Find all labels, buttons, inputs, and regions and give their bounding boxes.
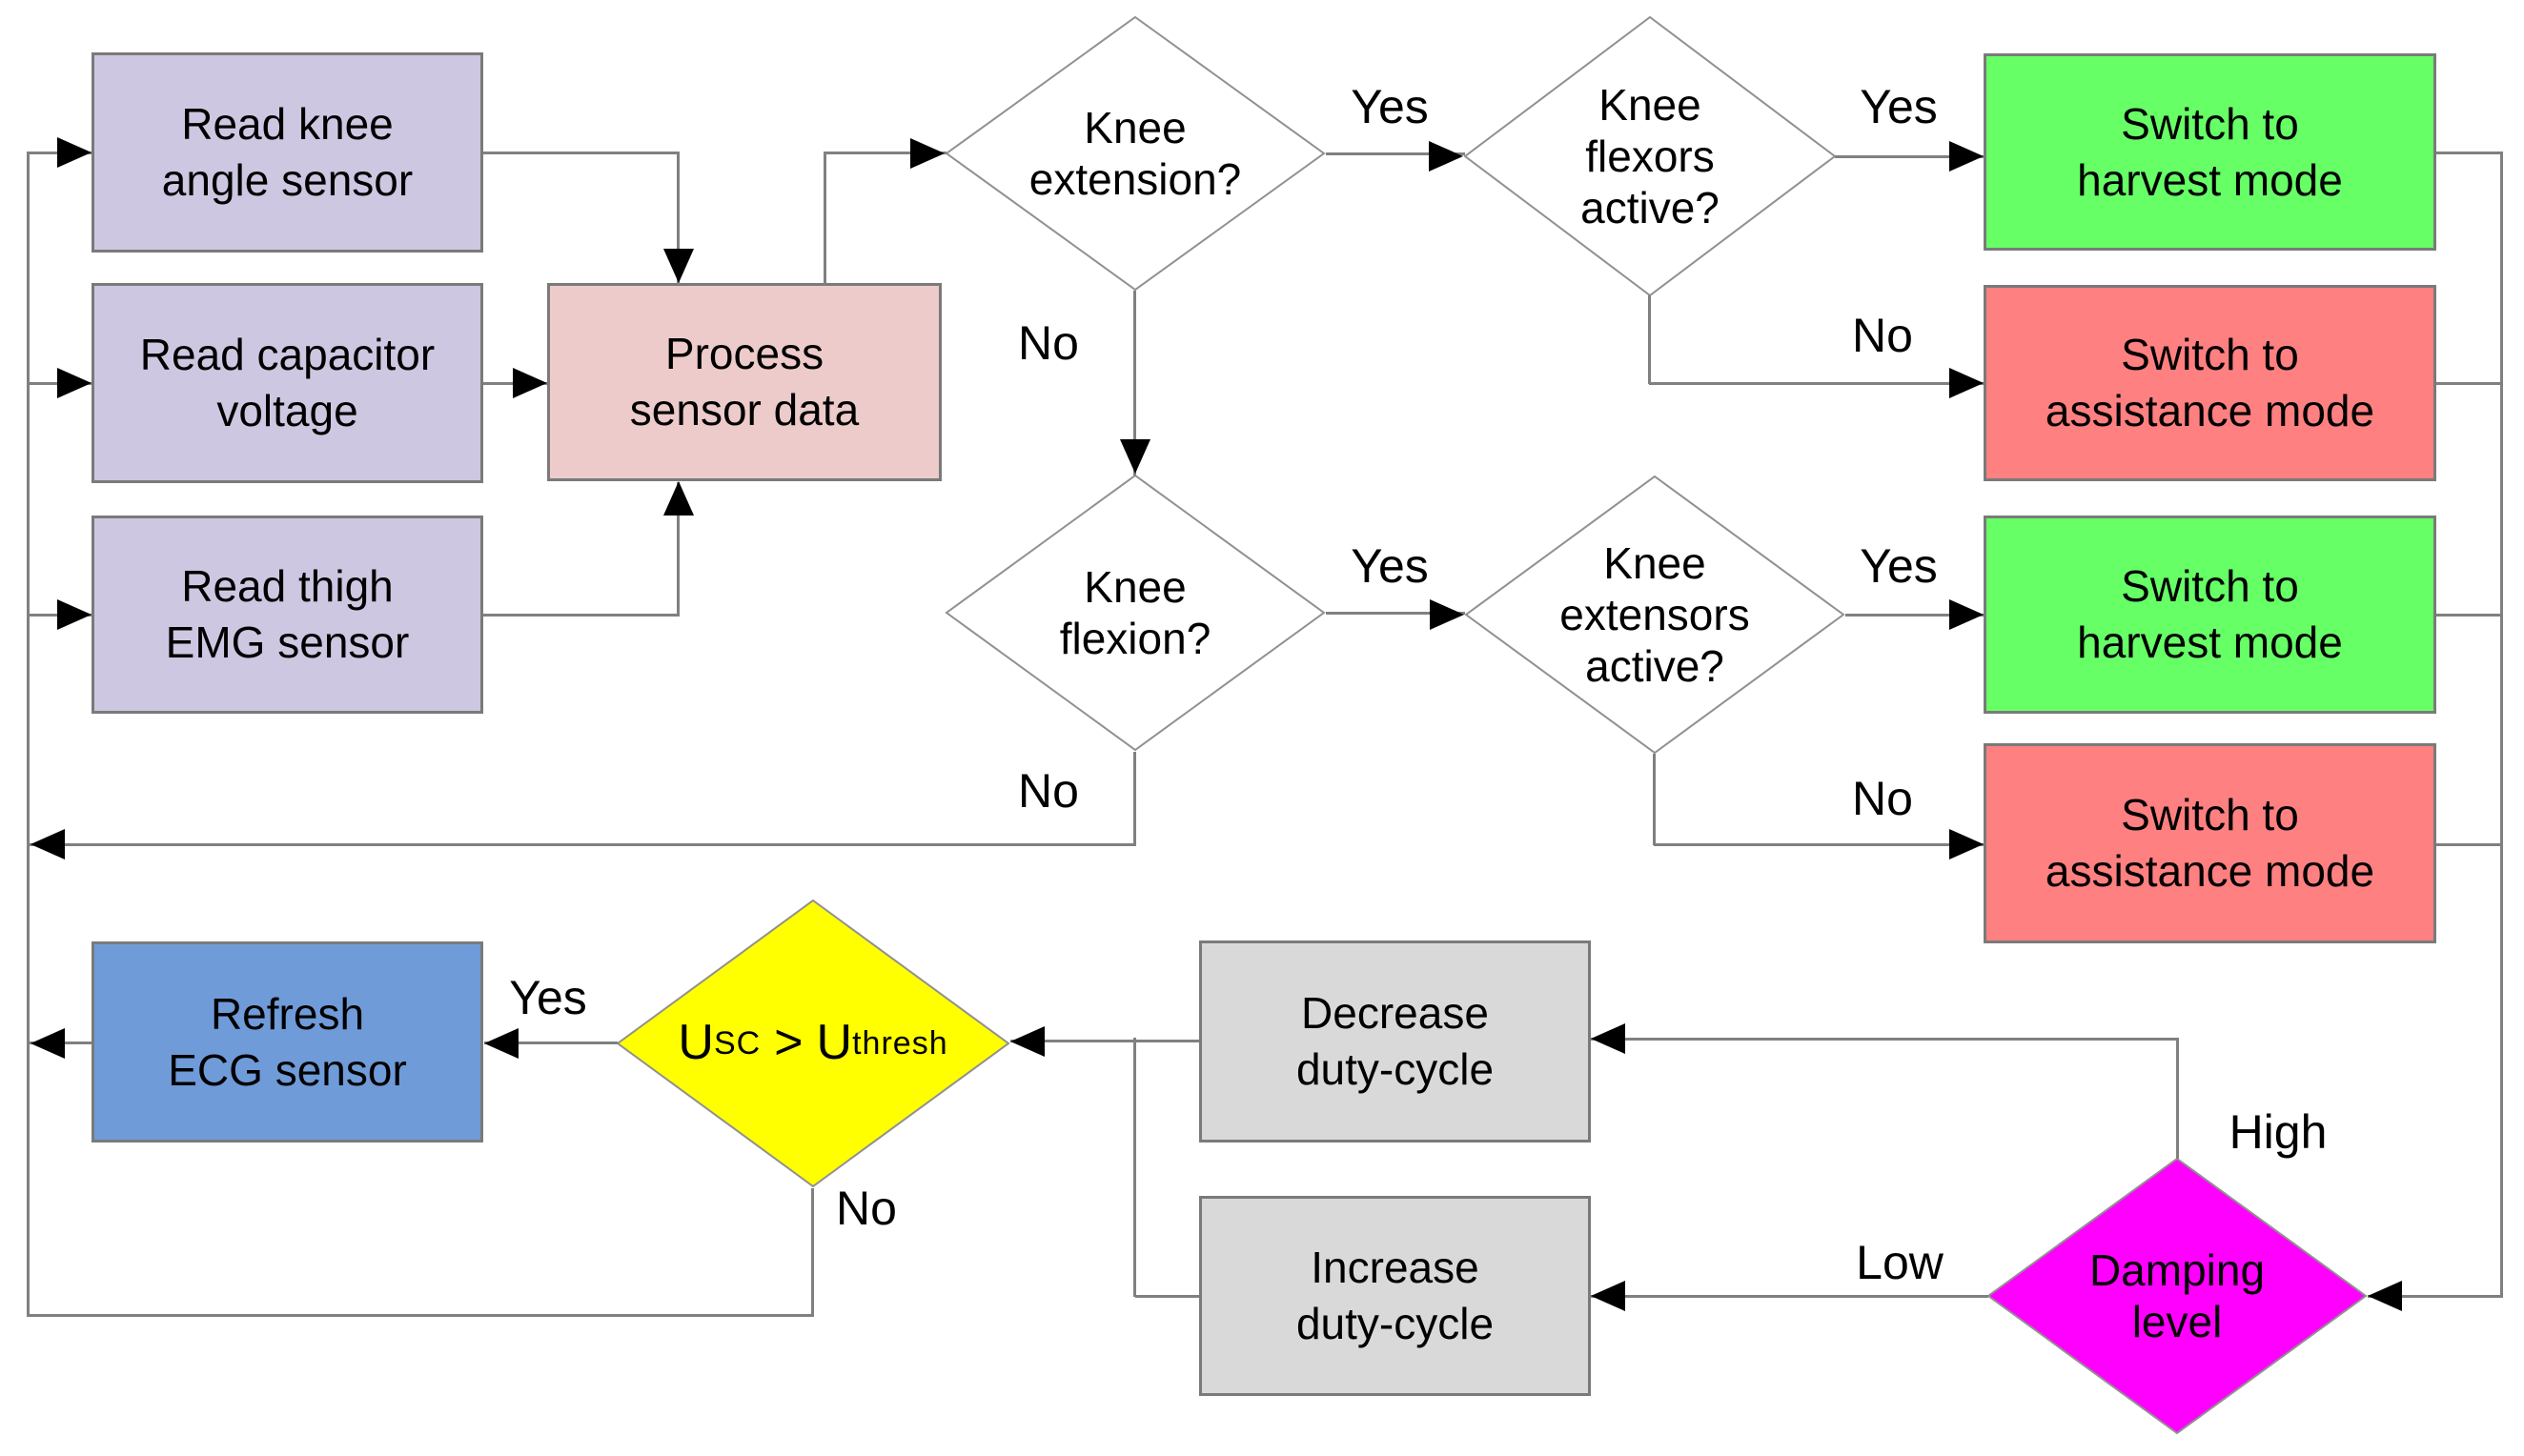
line-decrease-to-usc [1010, 1040, 1199, 1042]
line-flexors-no-down [1648, 295, 1651, 384]
node-switch-harvest-mode-bottom: Switch to harvest mode [1984, 516, 2436, 714]
line-process-elbow-up [824, 152, 826, 285]
line-harvest-top-out [2436, 152, 2503, 154]
node-label: Knee flexion? [1059, 561, 1211, 663]
line-assist-top-out [2436, 382, 2503, 385]
line-damping-high [1591, 1038, 2178, 1041]
arrowhead-into-flexion [1120, 439, 1150, 474]
line-right-to-damping [2368, 1295, 2503, 1298]
edge-label-flexion-yes: Yes [1351, 539, 1429, 593]
line-harvest-bottom-out [2436, 614, 2503, 617]
line-reademg-elbow-up [677, 482, 680, 616]
usc-base: U [816, 1015, 853, 1071]
arrowhead-into-increase [1591, 1281, 1625, 1311]
edge-label-usc-no: No [836, 1182, 897, 1235]
line-readknee-elbow-down [677, 152, 680, 285]
arrowhead-into-extension [910, 138, 945, 169]
diamond-shape [1986, 1157, 2368, 1435]
line-damping-high-up [2176, 1038, 2179, 1159]
node-damping-level-decision: Damping level [1986, 1157, 2368, 1435]
node-increase-duty-cycle: Increase duty-cycle [1199, 1196, 1591, 1396]
node-knee-flexion-decision: Knee flexion? [945, 474, 1326, 752]
node-knee-extension-decision: Knee extension? [945, 15, 1326, 292]
edge-label-damping-high: High [2229, 1105, 2328, 1159]
arrowhead-into-process-left [513, 368, 547, 398]
node-label: Knee extensors active? [1559, 537, 1750, 692]
diamond-shape [945, 474, 1326, 752]
line-flexion-no-down [1133, 752, 1136, 845]
node-read-thigh-emg-sensor: Read thigh EMG sensor [92, 516, 483, 714]
arrowhead-into-read-emg [57, 599, 92, 630]
line-readknee-to-process [483, 152, 680, 154]
line-flexors-no [1649, 382, 1984, 385]
arrowhead-into-assist-top [1949, 368, 1984, 398]
line-usc-no-down [811, 1188, 814, 1316]
arrowhead-flexion-no-merge [31, 829, 65, 859]
edge-label-flexors-yes: Yes [1860, 80, 1938, 133]
diamond-shape [945, 15, 1326, 292]
node-switch-assistance-mode-bottom: Switch to assistance mode [1984, 743, 2436, 943]
arrowhead-into-usc [1010, 1026, 1045, 1057]
usc-subscript-sc: SC [713, 1024, 762, 1062]
edge-label-extension-yes: Yes [1351, 80, 1429, 133]
arrowhead-into-assist-bottom [1949, 829, 1984, 859]
arrowhead-into-flexors [1429, 141, 1463, 172]
usc-operator: > [774, 1015, 804, 1071]
line-extensors-no-down [1653, 754, 1656, 845]
edge-label-damping-low: Low [1856, 1236, 1944, 1289]
node-label: Damping level [2088, 1244, 2266, 1346]
node-read-knee-angle-sensor: Read knee angle sensor [92, 52, 483, 253]
line-flexors-yes [1835, 155, 1984, 158]
arrowhead-into-extensors [1430, 599, 1464, 630]
line-damping-low [1591, 1295, 1988, 1298]
line-extensors-no [1654, 843, 1984, 846]
line-increase-out [1135, 1295, 1199, 1298]
diamond-shape [616, 899, 1010, 1188]
node-knee-flexors-active-decision: Knee flexors active? [1463, 15, 1837, 297]
edge-label-flexion-no: No [1018, 764, 1079, 818]
node-switch-assistance-mode-top: Switch to assistance mode [1984, 285, 2436, 481]
edge-label-usc-yes: Yes [509, 971, 587, 1024]
usc-subscript-thresh: thresh [852, 1024, 948, 1062]
node-process-sensor-data: Process sensor data [547, 283, 942, 481]
node-knee-extensors-active-decision: Knee extensors active? [1464, 475, 1845, 755]
line-extension-no-down [1133, 291, 1136, 475]
line-extension-yes [1326, 152, 1465, 155]
node-decrease-duty-cycle: Decrease duty-cycle [1199, 940, 1591, 1143]
diamond-shape [1464, 475, 1845, 755]
line-right-loop-vertical [2500, 152, 2503, 1297]
edge-label-extensors-no: No [1852, 772, 1913, 825]
line-flexion-yes [1326, 612, 1465, 615]
line-assist-bottom-out [2436, 843, 2503, 846]
arrowhead-into-harvest-bottom [1949, 599, 1984, 630]
arrowhead-into-process-bottom [663, 481, 694, 516]
edge-label-extensors-yes: Yes [1860, 539, 1938, 593]
line-left-loop-vertical [27, 152, 30, 1317]
arrowhead-into-damping [2368, 1281, 2402, 1311]
arrowhead-into-ecg [484, 1028, 519, 1059]
line-flexion-no-return [28, 843, 1136, 846]
line-usc-yes [484, 1041, 618, 1044]
arrowhead-into-read-knee [57, 137, 92, 168]
edge-label-extension-no: No [1018, 316, 1079, 370]
arrowhead-ecg-out-merge [31, 1028, 65, 1059]
node-switch-harvest-mode-top: Switch to harvest mode [1984, 53, 2436, 251]
arrowhead-into-process-top [663, 249, 694, 283]
line-duty-merge-vertical [1133, 1038, 1136, 1297]
edge-label-flexors-no: No [1852, 309, 1913, 362]
line-extensors-yes [1845, 614, 1984, 617]
node-label: Knee extension? [1028, 102, 1242, 204]
line-process-to-extension [825, 152, 946, 154]
node-read-capacitor-voltage: Read capacitor voltage [92, 283, 483, 483]
arrowhead-into-read-capacitor [57, 368, 92, 398]
arrowhead-into-decrease [1591, 1023, 1625, 1054]
node-refresh-ecg-sensor: Refresh ECG sensor [92, 941, 483, 1143]
line-usc-no-return [28, 1314, 814, 1317]
arrowhead-into-harvest-top [1949, 141, 1984, 172]
node-label: Knee flexors active? [1580, 79, 1720, 233]
line-reademg-to-process [483, 614, 680, 617]
usc-base: U [678, 1015, 714, 1071]
